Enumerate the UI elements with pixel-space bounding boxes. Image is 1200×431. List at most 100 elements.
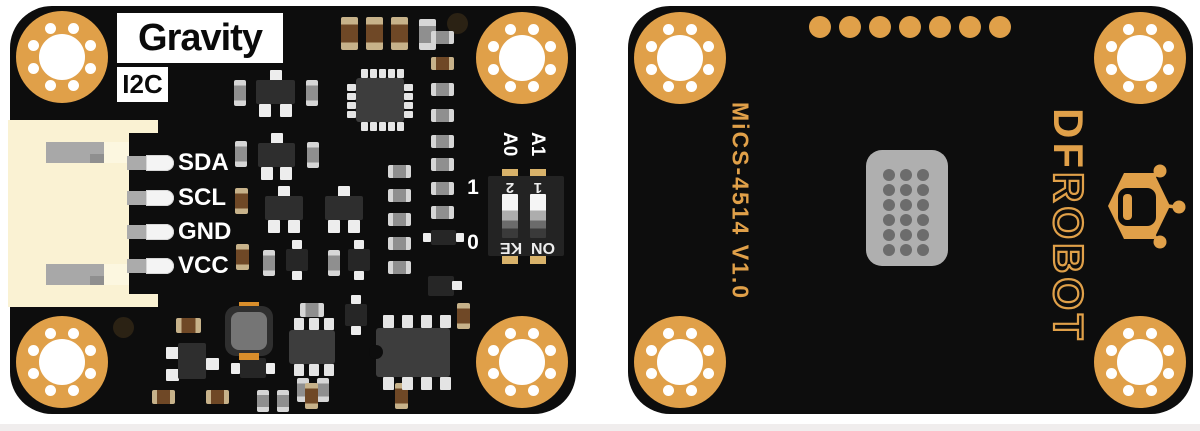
sop-pin	[402, 315, 413, 328]
diode-pad	[351, 295, 361, 304]
sot23-pad	[166, 347, 179, 359]
dip-pad	[502, 256, 518, 264]
pin-label-gnd: GND	[178, 218, 232, 245]
connector-pin	[146, 190, 174, 206]
mounting-hole	[16, 11, 108, 103]
sot23-pad	[270, 133, 283, 144]
smd-diode	[286, 249, 308, 271]
castellation-dot	[504, 81, 516, 93]
sensor-vent-dot	[883, 169, 895, 181]
smd-resistor	[388, 213, 411, 226]
qfp-pin	[347, 102, 356, 109]
sot23-pad	[338, 186, 350, 197]
smd-resistor	[431, 158, 454, 171]
castellation-dot	[662, 385, 674, 397]
mounting-hole-center	[1117, 35, 1163, 81]
dfrobot-logo: DFROBOT	[1044, 108, 1093, 345]
smd-resistor	[306, 80, 318, 106]
castellation-dot	[27, 368, 39, 380]
qfp-pin	[347, 84, 356, 91]
mounting-hole	[1094, 12, 1186, 104]
castellation-dot	[645, 40, 657, 52]
sot23-pad	[288, 220, 300, 233]
diode-pad	[351, 326, 361, 335]
connector-pin	[146, 224, 174, 240]
smd-resistor	[388, 261, 411, 274]
inductor-terminal	[239, 302, 259, 309]
castellation-dot	[528, 327, 540, 339]
castellation-dot	[545, 344, 557, 356]
qfp-pin	[347, 111, 356, 118]
sop-pin	[440, 377, 451, 390]
mounting-hole	[16, 316, 108, 408]
smd-resistor	[431, 83, 454, 96]
castellation-dot	[662, 327, 674, 339]
castellation-dot	[686, 385, 698, 397]
castellation-dot	[686, 23, 698, 35]
sop-pin	[383, 315, 394, 328]
i2c-interface-badge: I2C	[117, 67, 168, 102]
smd-resistor	[388, 165, 411, 178]
castellation-dot	[85, 368, 97, 380]
smd-resistor	[257, 390, 269, 412]
dfrobot-logo-df: DF	[1045, 108, 1093, 172]
soic-pin	[324, 364, 334, 376]
soic-pin	[309, 364, 319, 376]
castellation-dot	[487, 64, 499, 76]
castellation-dot	[645, 368, 657, 380]
sensor-vent-dot	[900, 169, 912, 181]
castellation-dot	[1146, 23, 1158, 35]
dip-pad	[530, 256, 546, 264]
qfp-pin	[404, 102, 413, 109]
castellation-dot	[68, 327, 80, 339]
qfp-pin	[379, 69, 386, 78]
smd-transistor	[325, 196, 363, 220]
mounting-hole	[634, 12, 726, 104]
dip-slider-a1	[530, 194, 546, 238]
castellation-dot	[528, 81, 540, 93]
sop-pin	[421, 377, 432, 390]
castellation-dot	[1105, 344, 1117, 356]
mounting-hole	[476, 316, 568, 408]
mounting-hole-center	[39, 339, 85, 385]
smd-transistor	[258, 143, 295, 167]
soic-pin	[294, 318, 304, 330]
gravity-logo-badge: Gravity	[117, 13, 283, 63]
castellation-dot	[528, 23, 540, 35]
castellation-dot	[686, 81, 698, 93]
connector-pin	[146, 155, 174, 171]
connector-pin	[146, 258, 174, 274]
sop-pin	[421, 315, 432, 328]
sensor-vent-dot	[917, 214, 929, 226]
smd-capacitor	[341, 17, 358, 50]
smd-resistor	[431, 182, 454, 195]
castellation-dot	[1163, 40, 1175, 52]
castellation-dot	[686, 327, 698, 339]
castellation-dot	[1163, 64, 1175, 76]
smd-transistor	[265, 196, 303, 220]
smd-capacitor	[235, 188, 248, 214]
qfp-pin	[379, 122, 386, 131]
sensor-vent-dot	[883, 214, 895, 226]
soic-pin	[324, 318, 334, 330]
castellation-dot	[68, 80, 80, 92]
smd-capacitor	[366, 17, 383, 50]
castellation-dot	[504, 385, 516, 397]
dip-switch	[488, 176, 564, 256]
diode-pad	[456, 233, 464, 242]
sot23-pad	[348, 220, 360, 233]
smd-diode	[240, 358, 266, 378]
castellation-dot	[27, 344, 39, 356]
castellation-dot	[27, 39, 39, 51]
sop-pin	[440, 315, 451, 328]
sensor-vent-dot	[900, 244, 912, 256]
castellation-dot	[545, 40, 557, 52]
gold-pad-dot	[899, 16, 921, 38]
castellation-dot	[1146, 385, 1158, 397]
diode-pad	[354, 271, 364, 280]
smd-resistor	[328, 250, 340, 276]
connector-latch-highlight	[104, 264, 129, 285]
castellation-dot	[1122, 81, 1134, 93]
mounting-hole	[1094, 316, 1186, 408]
smd-resistor	[431, 109, 454, 122]
